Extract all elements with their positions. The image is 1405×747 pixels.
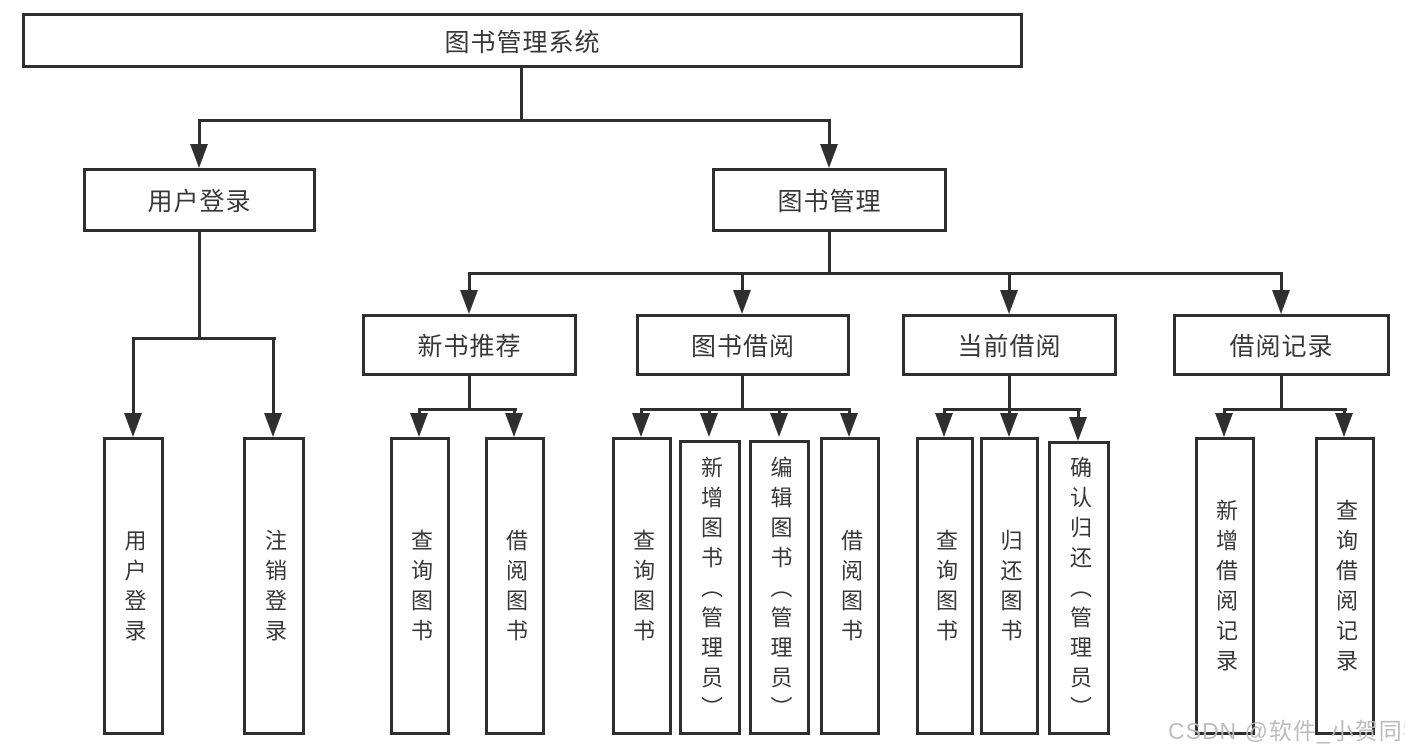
connector-line (640, 408, 851, 411)
arrowhead-down-icon (840, 413, 858, 437)
connector-line (1077, 408, 1080, 418)
leaf-user-login: 用户登录 (103, 437, 164, 735)
csdn-watermark: CSDN @软件_小贺同学 (1168, 718, 1405, 744)
connector-line (198, 119, 831, 122)
arrowhead-down-icon (632, 413, 650, 437)
arrowhead-down-icon (1335, 413, 1353, 437)
arrowhead-down-icon (770, 413, 788, 437)
leaf-borrow-books: 借阅图书 (820, 437, 880, 735)
arrowhead-down-icon (1000, 413, 1018, 437)
connector-line (418, 408, 517, 411)
leaf-borrow-query-books: 查询图书 (612, 437, 672, 735)
arrowhead-down-icon (1272, 290, 1290, 314)
leaf-query-borrow-record: 查询借阅记录 (1315, 437, 1375, 735)
connector-line (468, 375, 471, 408)
connector-line (1280, 375, 1283, 408)
connector-line (1223, 408, 1347, 411)
arrowhead-down-icon (935, 413, 953, 437)
arrowhead-down-icon (124, 413, 142, 437)
connector-line (198, 231, 201, 337)
arrowhead-down-icon (1069, 417, 1087, 441)
arrowhead-down-icon (460, 290, 478, 314)
connector-line (943, 408, 1081, 411)
arrowhead-down-icon (820, 144, 838, 168)
leaf-edit-books-admin: 编辑图书（管理员） (749, 440, 810, 735)
node-book-management: 图书管理 (712, 168, 947, 232)
connector-line (468, 272, 1282, 275)
connector-line (468, 272, 471, 292)
node-book-borrow: 图书借阅 (636, 314, 850, 376)
arrowhead-down-icon (505, 413, 523, 437)
node-borrow-records: 借阅记录 (1173, 314, 1390, 376)
node-new-book-recommend: 新书推荐 (362, 314, 577, 376)
connector-line (741, 375, 744, 408)
arrowhead-down-icon (190, 144, 208, 168)
arrowhead-down-icon (733, 290, 751, 314)
leaf-confirm-return-admin: 确认归还（管理员） (1048, 441, 1110, 735)
arrowhead-down-icon (700, 413, 718, 437)
connector-line (741, 272, 744, 292)
leaf-recommend-query-books: 查询图书 (390, 437, 450, 735)
leaf-add-borrow-record: 新增借阅记录 (1195, 437, 1255, 735)
node-user-login: 用户登录 (83, 168, 316, 232)
connector-line (1280, 272, 1283, 292)
arrowhead-down-icon (1000, 290, 1018, 314)
connector-line (272, 337, 275, 417)
leaf-current-query-books: 查询图书 (916, 437, 974, 735)
connector-line (828, 119, 831, 149)
leaf-add-books-admin: 新增图书（管理员） (679, 440, 741, 735)
connector-line (828, 231, 831, 272)
arrowhead-down-icon (264, 413, 282, 437)
leaf-logout: 注销登录 (243, 437, 305, 735)
node-root: 图书管理系统 (22, 13, 1023, 68)
connector-line (1008, 375, 1011, 408)
arrowhead-down-icon (1215, 413, 1233, 437)
leaf-recommend-borrow-books: 借阅图书 (485, 437, 545, 735)
connector-line (1008, 272, 1011, 292)
connector-line (520, 66, 523, 119)
leaf-return-books: 归还图书 (980, 437, 1039, 735)
connector-line (132, 337, 135, 417)
arrowhead-down-icon (410, 413, 428, 437)
node-current-borrow: 当前借阅 (902, 314, 1117, 376)
connector-line (132, 337, 276, 340)
connector-line (198, 119, 201, 149)
